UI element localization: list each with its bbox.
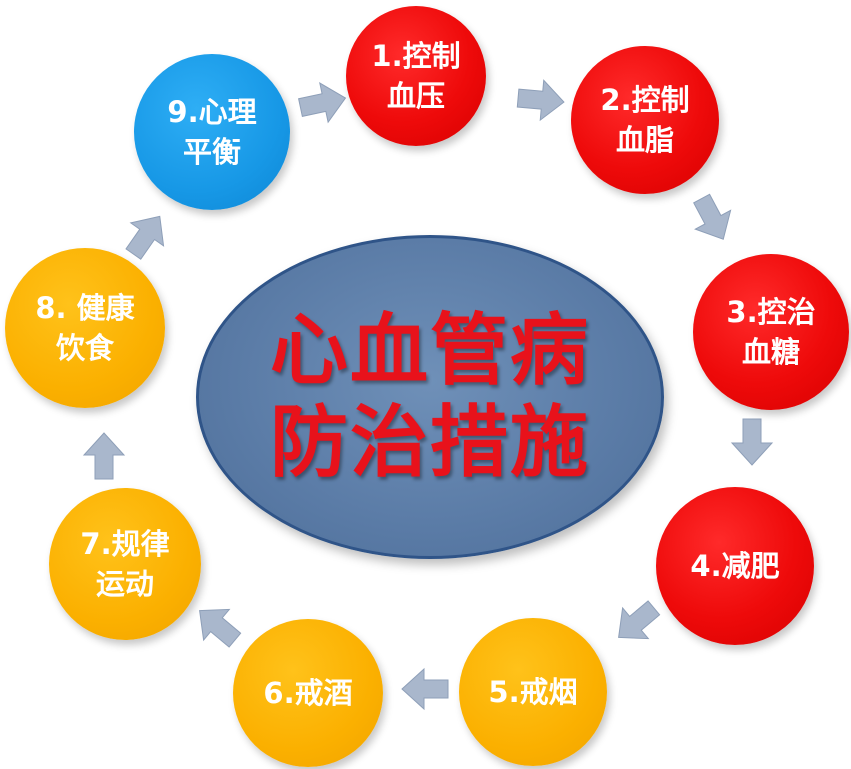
node-7-line2: 运动 [95, 567, 154, 601]
node-2: 2.控制 血脂 [571, 46, 719, 194]
node-3-line1: 3.控治 [726, 295, 816, 329]
arrow-5-to-6 [401, 668, 449, 710]
node-1-line1: 1.控制 [371, 39, 461, 73]
arrow-4-to-5 [605, 592, 668, 654]
node-1-line2: 血压 [386, 79, 445, 113]
node-6: 6.戒酒 [233, 619, 383, 767]
node-3: 3.控治 血糖 [693, 254, 849, 410]
node-3-line2: 血糖 [741, 335, 800, 369]
node-4-line1: 4.减肥 [690, 549, 780, 583]
arrow-7-to-8 [83, 432, 125, 480]
center-title-line1: 心血管病 [269, 306, 590, 396]
node-2-line1: 2.控制 [600, 83, 690, 117]
node-5: 5.戒烟 [459, 618, 607, 766]
node-2-line2: 血脂 [615, 123, 674, 157]
node-9-line2: 平衡 [182, 135, 241, 169]
arrow-1-to-2 [515, 77, 567, 123]
center-ellipse: 心血管病 防治措施 [196, 235, 664, 559]
arrow-8-to-9 [116, 204, 177, 266]
node-5-line1: 5.戒烟 [488, 675, 578, 709]
arrow-6-to-7 [186, 594, 249, 656]
node-8-line2: 饮食 [55, 331, 114, 365]
node-6-line1: 6.戒酒 [263, 676, 353, 710]
node-8-line1: 8. 健康 [35, 291, 135, 325]
node-4: 4.减肥 [656, 487, 814, 645]
node-1: 1.控制 血压 [346, 6, 486, 146]
node-7-line1: 7.规律 [80, 527, 170, 561]
node-7: 7.规律 运动 [49, 488, 201, 640]
node-9-line1: 9.心理 [167, 95, 257, 129]
arrow-2-to-3 [683, 188, 742, 250]
node-9: 9.心理 平衡 [134, 54, 290, 210]
center-title-line2: 防治措施 [269, 398, 590, 488]
arrow-3-to-4 [731, 418, 773, 466]
node-8: 8. 健康 饮食 [5, 248, 165, 408]
arrow-9-to-1 [295, 77, 351, 128]
